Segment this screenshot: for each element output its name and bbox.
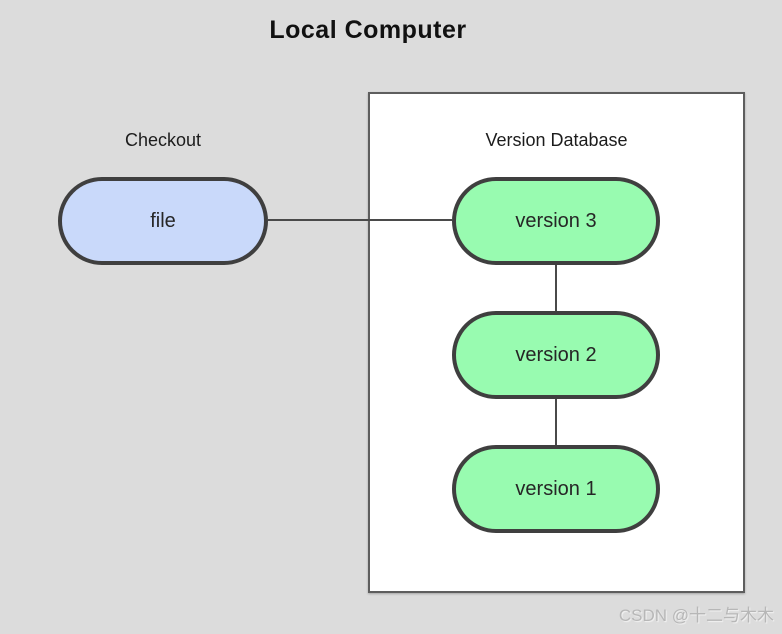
connector-version3-to-version2 [555,265,557,311]
version-3-label: version 3 [515,209,597,232]
version-3-node: version 3 [452,177,660,265]
version-1-label: version 1 [515,477,597,500]
version-database-label: Version Database [485,130,628,150]
diagram-title: Local Computer [269,16,467,44]
watermark: CSDN @十二与木木 [618,606,774,625]
checkout-label: Checkout [124,130,202,150]
connector-version2-to-version1 [555,399,557,445]
file-node: file [58,177,268,265]
version-1-node: version 1 [452,445,660,533]
version-2-node: version 2 [452,311,660,399]
file-node-label: file [150,209,176,232]
connector-file-to-version3 [268,219,452,221]
version-2-label: version 2 [515,343,597,366]
